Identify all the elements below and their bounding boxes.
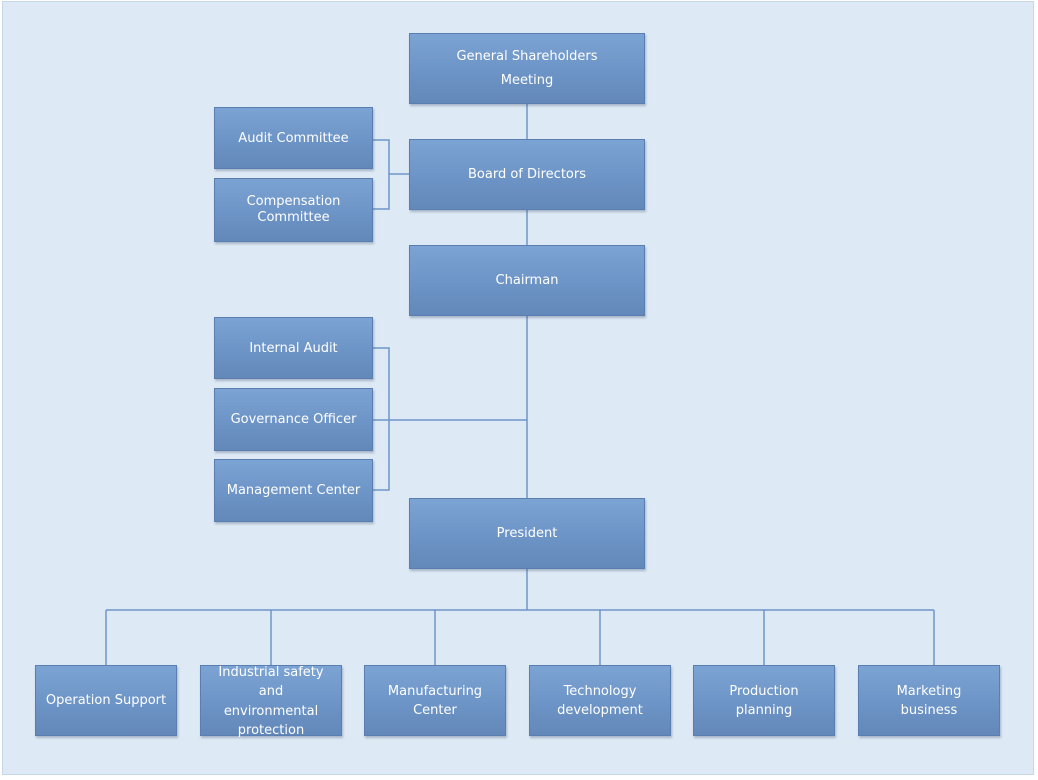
node-label: Compensation Committee [246, 194, 341, 225]
node-label: Industrial safety and environmental prot… [218, 664, 324, 739]
connector-audit-committee [372, 139, 409, 175]
node-technology-development[interactable]: Technology development [529, 665, 671, 736]
node-label: Board of Directors [468, 167, 586, 182]
node-industrial-safety-environmental-protection[interactable]: Industrial safety and environmental prot… [200, 665, 342, 738]
node-label: Operation Support [45, 693, 167, 708]
connector-compensation-committee [372, 174, 390, 210]
node-label: Production planning [729, 683, 799, 718]
node-label: Chairman [495, 273, 559, 288]
node-label: Manufacturing Center [387, 683, 483, 718]
node-label: Audit Committee [238, 130, 349, 146]
node-management-center[interactable]: Management Center [214, 459, 373, 522]
node-president[interactable]: President [409, 498, 645, 569]
node-compensation-committee[interactable]: Compensation Committee [214, 178, 373, 242]
node-marketing-business[interactable]: Marketing business [858, 665, 1000, 736]
node-label: Technology development [557, 683, 643, 718]
node-label: Management Center [226, 483, 361, 498]
node-audit-committee[interactable]: Audit Committee [214, 107, 373, 169]
node-label: General Shareholders Meeting [456, 48, 598, 88]
node-label: Governance Officer [230, 412, 357, 427]
node-board-of-directors[interactable]: Board of Directors [409, 139, 645, 210]
node-manufacturing-center[interactable]: Manufacturing Center [364, 665, 506, 736]
node-chairman[interactable]: Chairman [409, 245, 645, 316]
node-general-shareholders-meeting[interactable]: General Shareholders Meeting [409, 33, 645, 104]
connector-management-center [372, 420, 390, 491]
node-label: Internal Audit [249, 340, 338, 356]
node-internal-audit[interactable]: Internal Audit [214, 317, 373, 379]
node-production-planning[interactable]: Production planning [693, 665, 835, 736]
node-label: President [496, 526, 558, 541]
node-operation-support[interactable]: Operation Support [35, 665, 177, 736]
node-governance-officer[interactable]: Governance Officer [214, 388, 373, 451]
connector-internal-audit [372, 347, 390, 420]
node-label: Marketing business [896, 683, 962, 718]
